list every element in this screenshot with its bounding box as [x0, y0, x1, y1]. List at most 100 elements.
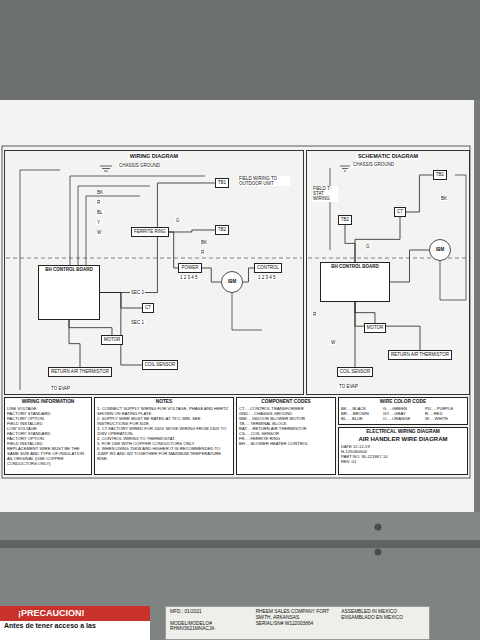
wire [69, 320, 112, 335]
node-heading: NOTES [97, 399, 231, 405]
wire [100, 293, 142, 365]
node-text: BH.....BLOWER HEATER CONTROL [239, 441, 333, 446]
node-text: FACTORY STANDARD [7, 431, 89, 436]
node-text: ASSEMBLED IN MEXICO ENSAMBLADO EN MEXICO [341, 609, 425, 621]
cabinet-seam [0, 540, 480, 548]
node-text: RHEEM SALES COMPANY FORT SMITH, ARKANSAS [256, 609, 340, 621]
wiring [20, 166, 466, 390]
node-text: FACTORY OPTION [7, 416, 89, 421]
motor-ground [232, 293, 262, 330]
thermistor: RETURN AIR THERMISTOR [48, 367, 112, 376]
wire-label: 1 2 3 4 5 [257, 275, 277, 280]
node-heading: IBM [228, 279, 236, 284]
node-heading: RETURN AIR THERMISTOR [391, 352, 449, 357]
wire-label: BK [440, 196, 448, 201]
node-heading: TB2 [218, 227, 226, 232]
coil-sensor: COIL SENSOR [337, 367, 374, 376]
wire-label: Y [96, 220, 101, 225]
node-heading: SCHEMATIC DIAGRAM [356, 153, 420, 160]
node-heading: WIRE COLOR CODE [341, 399, 465, 405]
node-text: CS.....COIL SENSOR [239, 431, 333, 436]
label-card [0, 100, 474, 512]
control-transformer: CT [394, 207, 406, 216]
node-heading: ¡PRECAUCION! [0, 606, 150, 621]
wire [169, 230, 215, 232]
node-text: REPLACEMENT WIRE MUST BE THE SAME SIZE A… [7, 446, 89, 466]
node-text: FIELD INSTALLED [7, 441, 89, 446]
title-block: ELECTRICAL WIRING DIAGRAMAIR HANDLER WIR… [338, 427, 468, 475]
node-heading: CT [145, 305, 151, 310]
wire [100, 183, 215, 293]
coil-sensor: COIL SENSOR [142, 360, 179, 369]
wire [355, 302, 420, 350]
node-text: GND.....CHASSIS GROUND [239, 411, 333, 416]
wire [169, 232, 179, 268]
motor-circle [222, 272, 243, 293]
node-text: 3. CT FACTORY WIRED FOR 240V. MOVE WIRIN… [97, 426, 231, 436]
wire-label: FIELD WIRING TO OUTDOOR UNIT [238, 176, 290, 186]
node-text: W.....WHITE [425, 416, 465, 421]
terminal-block: TB1 [433, 170, 447, 179]
node-text: R.....RED [425, 411, 465, 416]
node-text: 5. FOR USE WITH COPPER CONDUCTORS ONLY. [97, 441, 231, 446]
blower-motor: IBM [221, 271, 243, 293]
blower-motor: IBM [429, 239, 451, 261]
wire-label: BL [96, 210, 104, 215]
node-heading: IBM [436, 247, 444, 252]
wire-label: BK [200, 240, 208, 245]
node-text: CT.....CONTROL TRANSFORMER [239, 406, 333, 411]
wire [406, 175, 433, 212]
notes-table: NOTES1. CONNECT SUPPLY WIRING FOR VOLTAG… [94, 397, 234, 475]
node-heading: POWER [181, 265, 198, 270]
board-wires [70, 176, 86, 265]
wire-label: TO EVAP [50, 386, 71, 391]
wire-label: 1 2 3 4 5 [179, 275, 199, 280]
cabinet-door [0, 548, 480, 640]
node-text: SERIAL/SN# W122003864 [256, 621, 340, 633]
node-heading: CT [397, 209, 403, 214]
node-text: PART NO. 90-121867-14 [341, 454, 465, 459]
node-heading: RETURN AIR THERMISTOR [51, 369, 109, 374]
node-heading: TB1 [436, 172, 444, 177]
wire-label: W [96, 230, 102, 235]
wire-label: R [200, 250, 205, 255]
cabinet-top [0, 0, 480, 100]
node-text: AIR HANDLER WIRE DIAGRAM [341, 436, 465, 443]
terminal-block: TB2 [215, 225, 229, 234]
wire-label: W [330, 340, 336, 345]
node-text: REV. 01 [341, 459, 465, 464]
node-heading: TB2 [341, 217, 349, 222]
warning-sticker: ¡PRECAUCION!Antes de tener acceso a las [0, 606, 150, 640]
node-heading: BH CONTROL BOARD [323, 264, 387, 269]
screw [375, 549, 382, 556]
wire-label: SEC 1 [130, 320, 145, 325]
field-wires [70, 176, 205, 196]
component-codes-table: COMPONENT CODESCT.....CONTROL TRANSFORME… [236, 397, 336, 475]
wire-color-table: WIRE COLOR CODEBK.....BLACKG.....GREENPU… [338, 397, 468, 425]
node-text: FACTORY OPTION [7, 436, 89, 441]
wire-label: TO EVAP [338, 384, 359, 389]
node-text: DATE 12-12-19 [341, 444, 465, 449]
node-heading: COIL SENSOR [145, 362, 176, 367]
node-text: 4. CONTROL WIRING TO THERMOSTAT. [97, 436, 231, 441]
wire-label: BK [96, 190, 104, 195]
wire-label: R [96, 200, 101, 205]
screw [375, 524, 382, 531]
control-board: BH CONTROL BOARD [320, 262, 390, 302]
node-text: LINE VOLTAGE [7, 406, 89, 411]
node-text: BL.....BLUE [341, 416, 381, 421]
node-heading: BH CONTROL BOARD [41, 267, 97, 272]
node-text: GY.....GRAY [383, 411, 423, 416]
control-connector: CONTROL [254, 263, 282, 272]
node-text: RAT.....RETURN AIR THERMISTOR [239, 426, 333, 431]
power-connector: POWER [178, 263, 201, 272]
label-frame [2, 146, 470, 478]
wire-label: G [365, 244, 371, 249]
ground-symbol [340, 166, 350, 171]
wire-label: G [175, 218, 181, 223]
rating-plate: MFD.: 01/2021RHEEM SALES COMPANY FORT SM… [165, 606, 430, 640]
node-text: LOW VOLTAGE [7, 426, 89, 431]
